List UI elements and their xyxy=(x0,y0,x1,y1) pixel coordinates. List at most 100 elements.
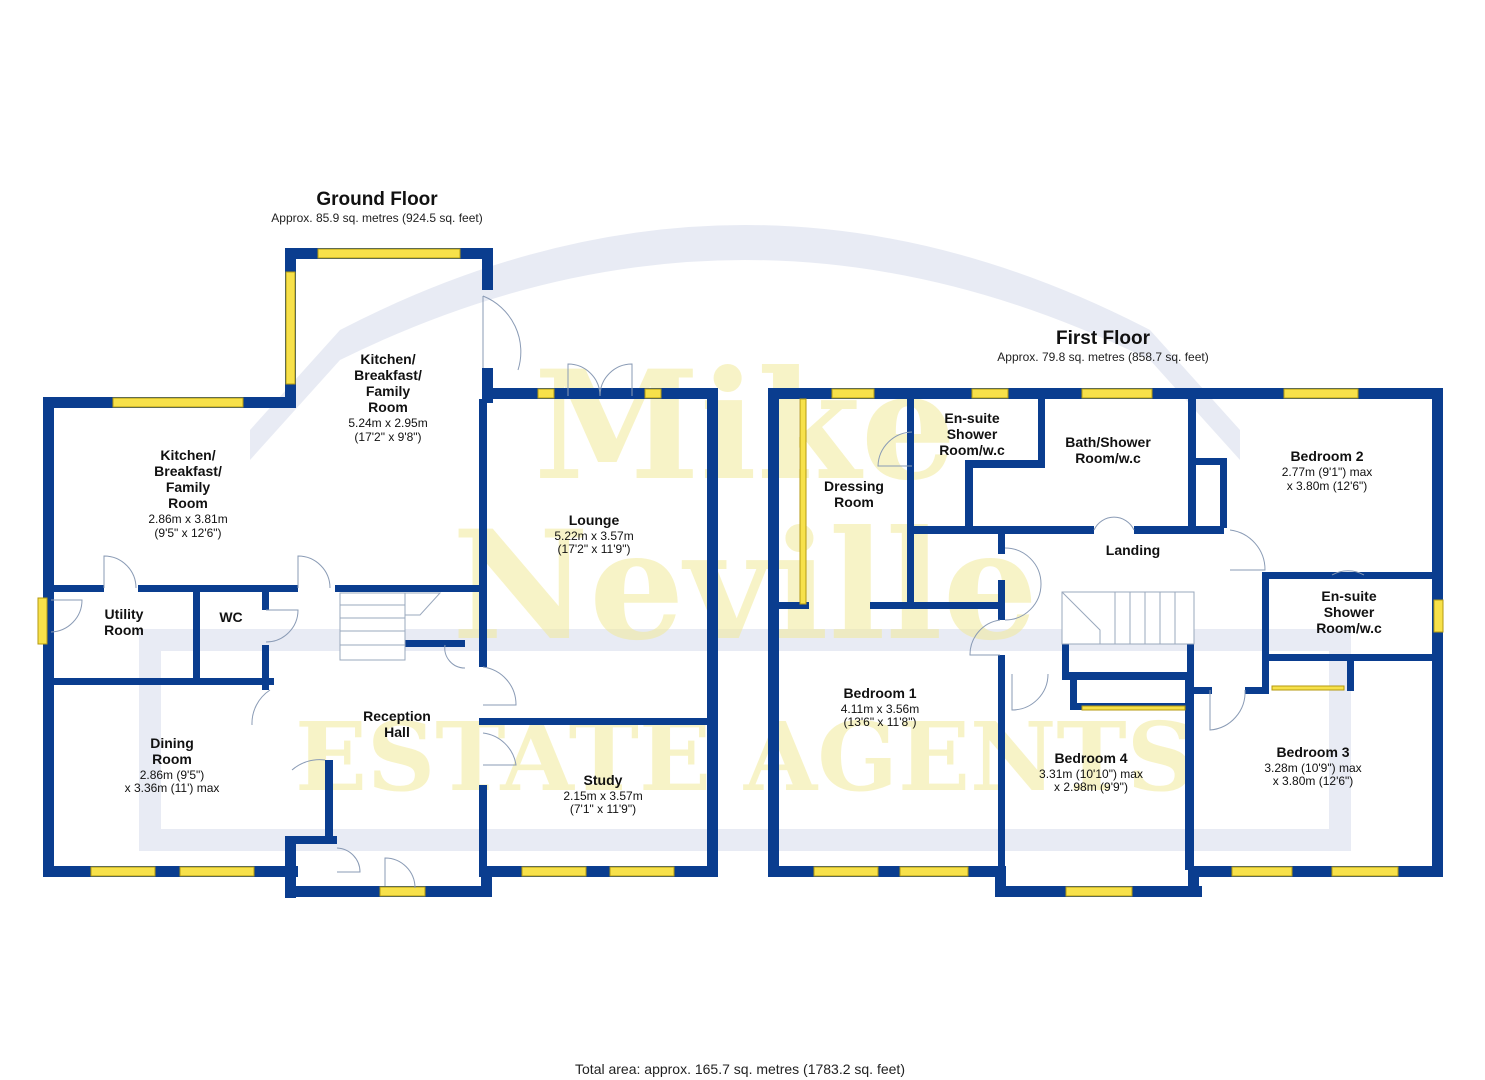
room-name: Shower xyxy=(1324,604,1375,620)
room-name: Hall xyxy=(384,724,410,740)
wall xyxy=(54,585,104,592)
first-floor-windows xyxy=(799,388,1444,897)
window xyxy=(609,866,675,877)
window xyxy=(1283,388,1359,399)
wall xyxy=(1196,458,1226,465)
room-name: Room xyxy=(834,494,874,510)
ground-floor-area: Approx. 85.9 sq. metres (924.5 sq. feet) xyxy=(271,211,482,225)
door-arc xyxy=(969,619,1001,656)
wall xyxy=(907,399,914,609)
room-dimensions: (9'5" x 12'6") xyxy=(154,526,221,540)
first-floor-title: First Floor xyxy=(1056,328,1151,349)
wall xyxy=(285,836,337,844)
door-arc xyxy=(1004,547,1042,621)
room-dimensions: (17'2" x 11'9") xyxy=(558,542,631,556)
room-name: Utility xyxy=(105,606,144,622)
door-arc xyxy=(482,732,517,766)
wall xyxy=(482,248,493,290)
window xyxy=(379,886,426,897)
wall xyxy=(1188,399,1196,534)
wall xyxy=(262,592,269,610)
window xyxy=(317,248,461,259)
wall xyxy=(995,866,1006,897)
wall xyxy=(1188,866,1443,877)
wall xyxy=(870,602,1005,609)
wall xyxy=(262,645,269,690)
wall xyxy=(1262,654,1432,661)
wall xyxy=(1262,572,1432,579)
wall xyxy=(43,397,54,877)
room-name: Bath/Shower xyxy=(1065,434,1151,450)
ground-floor-title: Ground Floor xyxy=(316,189,438,210)
wall xyxy=(54,678,274,685)
door-arc xyxy=(336,847,361,873)
wall xyxy=(335,585,487,592)
door-arc xyxy=(50,599,83,633)
wall xyxy=(1262,572,1269,692)
wall xyxy=(481,866,492,897)
room-name: Bedroom 3 xyxy=(1276,744,1349,760)
room-dimensions: x 3.80m (12'6") xyxy=(1287,479,1368,493)
room-dimensions: x 3.80m (12'6") xyxy=(1273,774,1354,788)
room-dimensions: 4.11m x 3.56m xyxy=(841,702,919,716)
door-arc xyxy=(384,857,416,889)
room-name: Kitchen/ xyxy=(160,447,215,463)
room-dimensions: 3.28m (10'9") max xyxy=(1264,761,1361,775)
stair-winder xyxy=(1061,591,1101,644)
door-arc xyxy=(444,644,466,669)
room-dimensions: 5.24m x 2.95m xyxy=(348,416,427,430)
room-name: Room/w.c xyxy=(1316,620,1382,636)
wall xyxy=(482,368,493,403)
room-name: En-suite xyxy=(944,410,999,426)
watermark-arch xyxy=(250,225,1240,460)
window xyxy=(831,388,875,399)
wall xyxy=(768,388,779,877)
room-dimensions: x 3.36m (11') max xyxy=(125,781,220,795)
watermark-line2: Neville xyxy=(452,498,1038,674)
door-arc xyxy=(297,555,331,589)
door-arc xyxy=(482,295,522,371)
window xyxy=(899,866,969,877)
window xyxy=(1331,866,1399,877)
window xyxy=(179,866,255,877)
wall xyxy=(1185,680,1194,870)
ground-floor-doors xyxy=(50,295,633,889)
room-name: Breakfast/ xyxy=(354,367,422,383)
room-name: Kitchen/ xyxy=(360,351,415,367)
wall xyxy=(998,534,1005,554)
wall xyxy=(1245,687,1269,694)
room-name: Dressing xyxy=(824,478,884,494)
room-name: Bedroom 1 xyxy=(843,685,916,701)
room-name: Reception xyxy=(363,708,431,724)
wall xyxy=(479,399,487,667)
wall xyxy=(193,592,200,682)
window xyxy=(1065,886,1133,897)
room-name: Shower xyxy=(947,426,998,442)
wardrobe-door xyxy=(1081,705,1186,711)
room-dimensions: 3.31m (10'10") max xyxy=(1039,767,1143,781)
window xyxy=(1433,599,1444,633)
room-name: Study xyxy=(584,772,623,788)
wall xyxy=(998,655,1005,870)
wardrobe-door xyxy=(799,398,807,605)
wall xyxy=(1062,640,1069,680)
total-area: Total area: approx. 165.7 sq. metres (17… xyxy=(575,1061,905,1077)
window xyxy=(37,597,48,645)
room-name: Room xyxy=(104,622,144,638)
door-arc xyxy=(251,689,326,771)
window xyxy=(1081,388,1153,399)
watermark-frame xyxy=(139,629,1351,851)
room-name: Dining xyxy=(150,735,194,751)
door-arc xyxy=(1331,570,1365,576)
room-dimensions: (17'2" x 9'8") xyxy=(354,430,421,444)
door-arc xyxy=(265,609,299,643)
door-arc xyxy=(877,431,913,467)
room-dimensions: 2.15m x 3.57m xyxy=(563,789,642,803)
window xyxy=(1231,866,1293,877)
room-name: Bedroom 2 xyxy=(1290,448,1363,464)
room-name: Family xyxy=(366,383,411,399)
stair-block xyxy=(339,592,406,661)
stair-winder xyxy=(404,592,442,616)
window xyxy=(112,397,244,408)
